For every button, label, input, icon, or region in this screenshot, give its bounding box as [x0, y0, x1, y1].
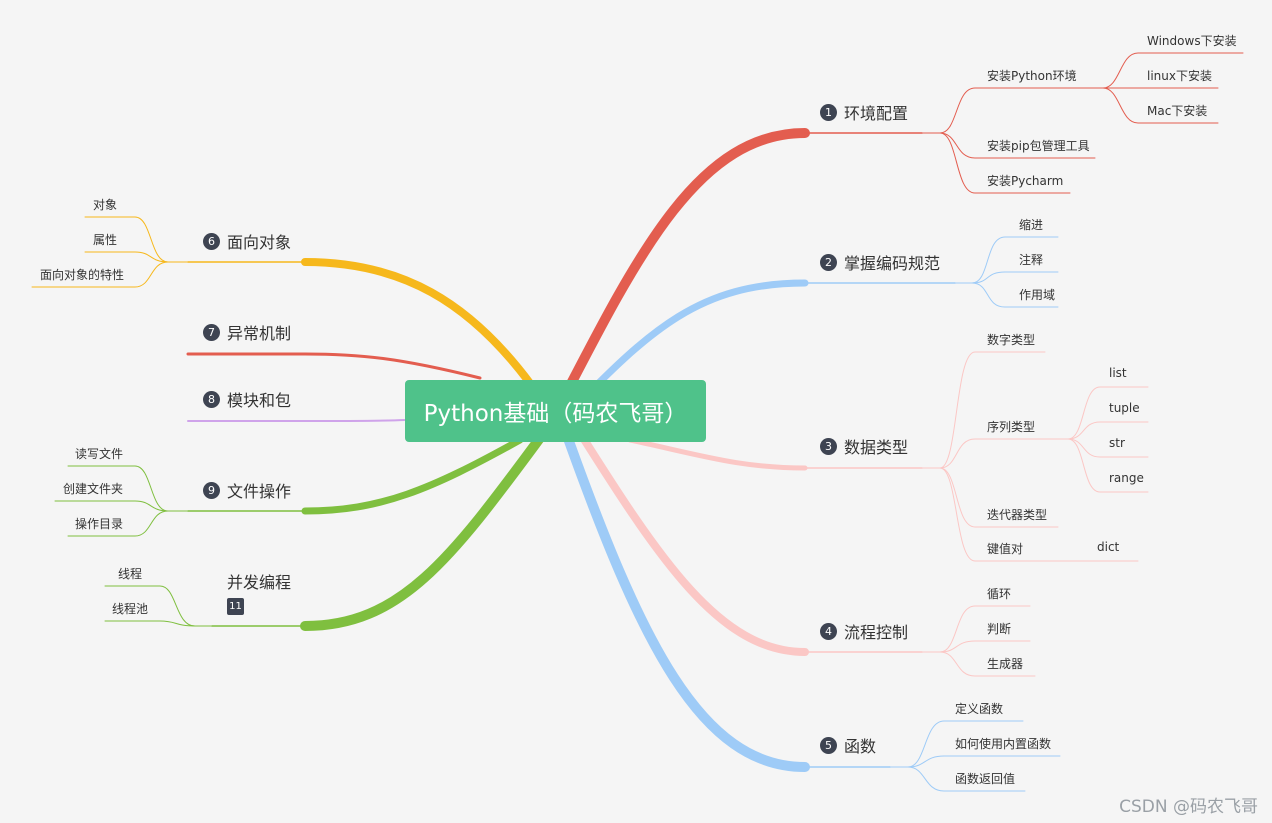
leaf-create-folder[interactable]: 创建文件夹: [63, 482, 124, 496]
leaf-install-linux[interactable]: linux下安装: [1147, 69, 1212, 83]
leaf-install-pycharm[interactable]: 安装Pycharm: [987, 174, 1064, 188]
number-badge: 2: [820, 253, 837, 271]
branch-flow-control[interactable]: 4 流程控制: [820, 619, 908, 643]
branch-label: 并发编程: [227, 573, 292, 592]
leaf-key-value[interactable]: 键值对: [987, 542, 1024, 556]
branch-data-types[interactable]: 3 数据类型: [820, 434, 908, 458]
leaf-indent[interactable]: 缩进: [1019, 218, 1044, 232]
number-badge: 8: [203, 390, 220, 408]
leaf-read-write-files[interactable]: 读写文件: [75, 447, 124, 461]
leaf-builtin-functions[interactable]: 如何使用内置函数: [955, 737, 1052, 751]
number-badge: 9: [203, 481, 220, 499]
leaf-install-pip[interactable]: 安装pip包管理工具: [987, 139, 1090, 153]
branch-label: 文件操作: [227, 482, 292, 501]
leaf-generator[interactable]: 生成器: [987, 657, 1024, 671]
leaf-list[interactable]: list: [1109, 366, 1127, 380]
leaf-return-value[interactable]: 函数返回值: [955, 772, 1016, 786]
central-topic[interactable]: Python基础（码农飞哥）: [405, 380, 706, 442]
branch-coding-standards[interactable]: 2 掌握编码规范: [820, 250, 940, 274]
count-badge[interactable]: 11: [227, 598, 244, 615]
leaf-thread-pool[interactable]: 线程池: [112, 602, 149, 616]
watermark: CSDN @码农飞哥: [1119, 797, 1258, 817]
branch-label: 掌握编码规范: [844, 254, 941, 273]
connector-lines: [31, 52, 1244, 792]
leaf-oop-features[interactable]: 面向对象的特性: [40, 268, 125, 282]
number-badge: 1: [820, 103, 837, 121]
branch-label: 函数: [844, 737, 877, 756]
leaf-install-windows[interactable]: Windows下安装: [1147, 34, 1237, 48]
leaf-sequence-types[interactable]: 序列类型: [987, 420, 1036, 434]
leaf-iterator-types[interactable]: 迭代器类型: [987, 508, 1048, 522]
number-badge: 5: [820, 736, 837, 754]
leaf-condition[interactable]: 判断: [987, 622, 1012, 636]
branch-label: 面向对象: [227, 233, 292, 252]
leaf-numeric-types[interactable]: 数字类型: [987, 333, 1036, 347]
branch-object-oriented[interactable]: 6 面向对象: [203, 229, 291, 253]
number-badge: 6: [203, 232, 220, 250]
branch-environment[interactable]: 1 环境配置: [820, 100, 908, 124]
number-badge: 4: [820, 622, 837, 640]
leaf-range[interactable]: range: [1109, 471, 1144, 485]
branch-modules-packages[interactable]: 8 模块和包: [203, 387, 291, 411]
number-badge: 7: [203, 323, 220, 341]
leaf-thread[interactable]: 线程: [118, 567, 143, 581]
branch-label: 模块和包: [227, 391, 292, 410]
leaf-object[interactable]: 对象: [93, 198, 118, 212]
leaf-comments[interactable]: 注释: [1019, 253, 1044, 267]
leaf-install-python[interactable]: 安装Python环境: [987, 69, 1077, 83]
leaf-attribute[interactable]: 属性: [93, 233, 118, 247]
branch-label: 数据类型: [844, 438, 909, 457]
leaf-loop[interactable]: 循环: [987, 587, 1012, 601]
leaf-dict[interactable]: dict: [1097, 540, 1120, 554]
leaf-tuple[interactable]: tuple: [1109, 401, 1140, 415]
branch-label: 环境配置: [844, 104, 909, 123]
leaf-scope[interactable]: 作用域: [1019, 288, 1056, 302]
branch-label: 异常机制: [227, 324, 292, 343]
leaf-directory-ops[interactable]: 操作目录: [75, 517, 124, 531]
leaf-str[interactable]: str: [1109, 436, 1125, 450]
branch-concurrency[interactable]: 并发编程: [227, 569, 291, 593]
branch-file-operations[interactable]: 9 文件操作: [203, 478, 291, 502]
branch-exceptions[interactable]: 7 异常机制: [203, 320, 291, 344]
leaf-define-function[interactable]: 定义函数: [955, 702, 1004, 716]
branch-functions[interactable]: 5 函数: [820, 733, 876, 757]
leaf-install-mac[interactable]: Mac下安装: [1147, 104, 1208, 118]
branch-label: 流程控制: [844, 623, 909, 642]
number-badge: 3: [820, 437, 837, 455]
